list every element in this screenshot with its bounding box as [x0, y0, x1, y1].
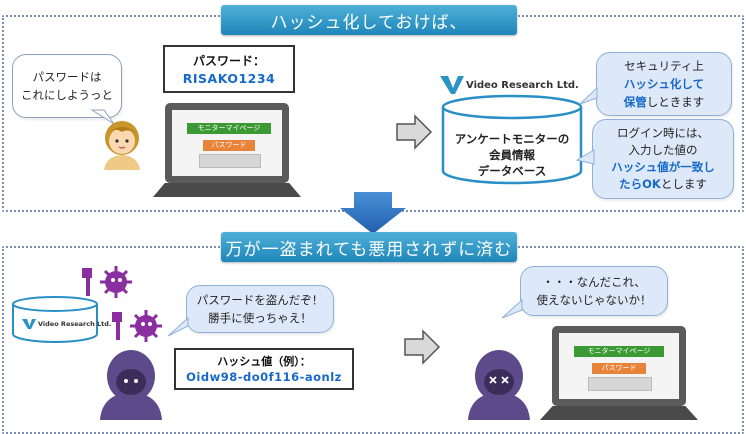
laptop-base-2: [540, 406, 698, 420]
virus-icon-2: [112, 310, 162, 342]
thief-line1: パスワードを盗んだぞ！: [196, 293, 324, 307]
top-banner: ハッシュ化しておけば、: [221, 5, 517, 35]
user-avatar-icon: [104, 121, 140, 170]
db-line3: データベース: [477, 164, 547, 178]
stolen-database-icon: [12, 296, 98, 343]
right-arrow-icon-2: [404, 329, 441, 365]
confused-thief-icon: [468, 350, 530, 420]
login-tail: とします: [660, 177, 707, 191]
login-highlight2: たらOK: [619, 177, 661, 191]
bottom-banner: 万が一盗まれても悪用されずに済む: [221, 232, 517, 262]
top-laptop: モニターマイページ パスワード: [153, 103, 301, 201]
store-tail: しときます: [646, 95, 705, 109]
screen-password-field-2: パスワード: [592, 363, 646, 374]
virus-icon: [82, 266, 132, 298]
store-highlight2: 保管: [623, 95, 647, 109]
database-label: アンケートモニターの 会員情報 データベース: [442, 131, 582, 179]
store-highlight: ハッシュ化して: [623, 77, 705, 91]
password-box: パスワード： RISAKO1234: [163, 45, 295, 93]
store-bubble-tail: [579, 86, 598, 105]
user-bubble-line1: パスワードは: [32, 70, 102, 84]
login-line1: ログイン時には、: [617, 126, 709, 140]
thief-bubble: パスワードを盗んだぞ！ 勝手に使っちゃえ！: [186, 285, 334, 333]
thief-line2: 勝手に使っちゃえ！: [208, 311, 312, 325]
password-title: パスワード：: [192, 54, 265, 68]
bottom-laptop: モニターマイページ パスワード: [540, 326, 698, 424]
hash-title: ハッシュ値（例）：: [217, 355, 311, 368]
screen-header-2: モニターマイページ: [574, 346, 664, 357]
bottom-vr-logo-text: Video Research Ltd.: [38, 320, 112, 328]
bottom-vr-logo: Video Research Ltd.: [22, 319, 111, 329]
confused-bubble-tail: [501, 298, 523, 319]
screen-password-field: パスワード: [203, 140, 255, 151]
confused-line1: ・・・なんだこれ、: [542, 275, 646, 289]
login-highlight: ハッシュ値が一致し: [611, 160, 715, 174]
login-line2: 入力した値の: [628, 143, 698, 157]
confused-bubble: ・・・なんだこれ、 使えないじゃないか！: [520, 266, 668, 316]
laptop-base: [153, 183, 301, 197]
thief-bubble-tail: [167, 316, 189, 337]
down-arrow-icon: [340, 192, 406, 234]
screen-header: モニターマイページ: [187, 123, 271, 134]
db-line1: アンケートモニターの: [454, 132, 570, 146]
vr-logo-text: Video Research Ltd.: [466, 79, 579, 91]
thief-icon: [100, 350, 162, 420]
user-speech-bubble: パスワードは これにしようっと: [12, 54, 122, 118]
hash-box: ハッシュ値（例）： Oidw98-do0f116-aonlz: [174, 348, 354, 390]
password-value: RISAKO1234: [182, 71, 276, 86]
store-line1: セキュリティ上: [624, 59, 704, 73]
store-bubble: セキュリティ上 ハッシュ化して 保管しときます: [596, 52, 732, 116]
user-bubble-line2: これにしようっと: [21, 88, 113, 102]
right-arrow-icon: [396, 114, 433, 150]
user-bubble-tail: [90, 109, 115, 125]
screen-input-box-2: [588, 377, 652, 391]
login-bubble: ログイン時には、 入力した値の ハッシュ値が一致し たらOKとします: [592, 119, 734, 199]
database-icon: [441, 94, 583, 185]
video-research-logo: Video Research Ltd.: [440, 76, 579, 94]
db-line2: 会員情報: [489, 148, 535, 162]
vr-logo-icon-small: [22, 319, 36, 329]
confused-line2: 使えないじゃないか！: [536, 293, 652, 307]
login-bubble-tail: [575, 149, 595, 165]
vr-logo-icon: [440, 76, 464, 94]
hash-value: Oidw98-do0f116-aonlz: [186, 370, 342, 384]
screen-input-box: [199, 154, 261, 168]
